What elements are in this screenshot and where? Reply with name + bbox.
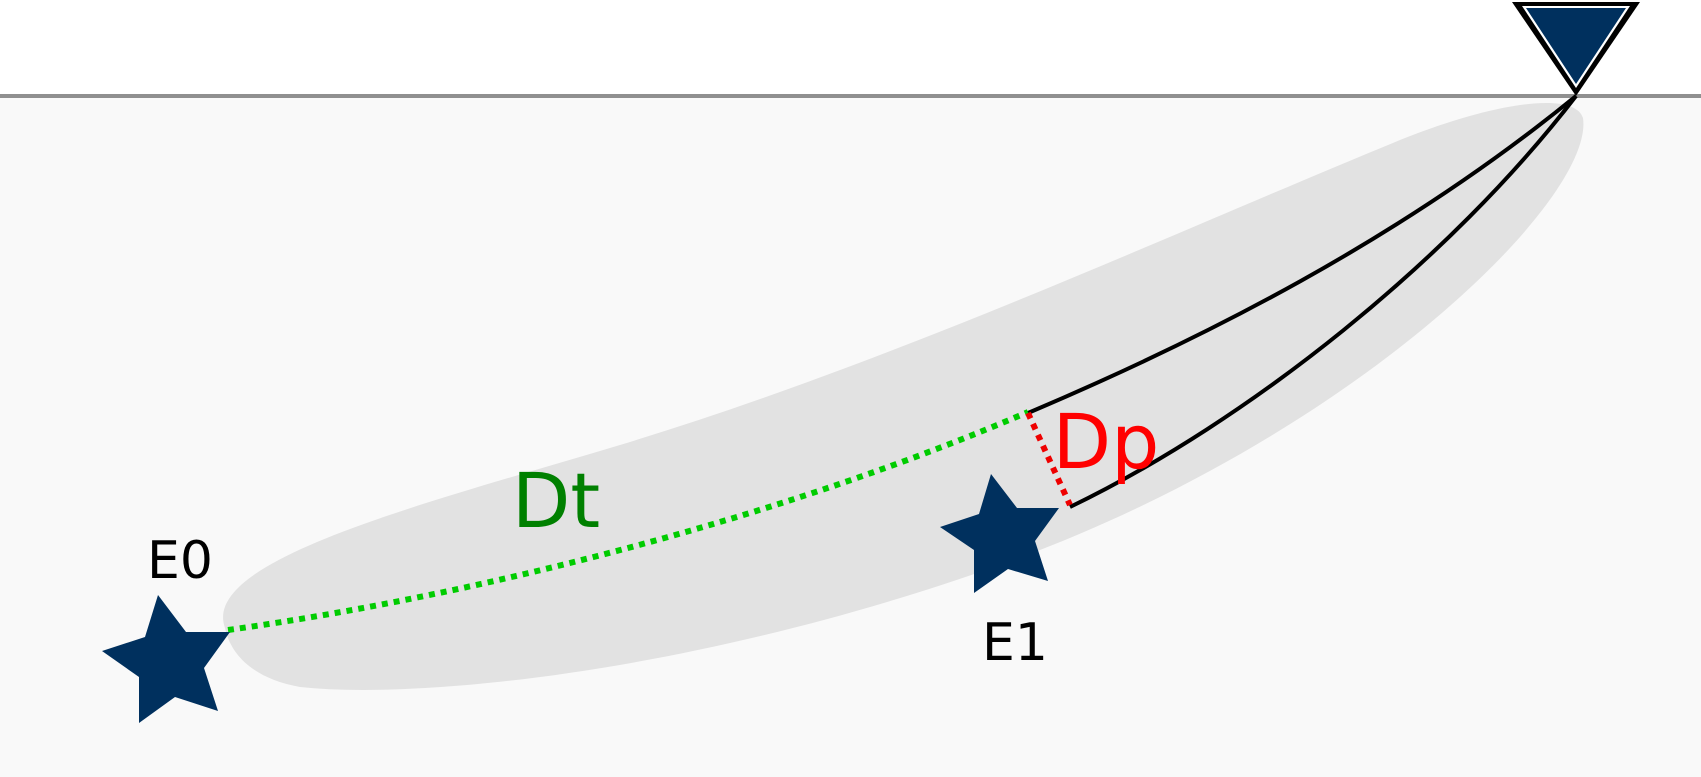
ray-path-event1 xyxy=(1069,94,1578,509)
ray-path-event0 xyxy=(1027,94,1578,415)
sensitivity-region xyxy=(223,102,1584,690)
event0-label: E0 xyxy=(147,531,213,591)
dp-label: Dp xyxy=(1053,397,1160,486)
event1-label: E1 xyxy=(982,613,1048,673)
event0-star-icon xyxy=(102,595,230,723)
dt-label: Dt xyxy=(512,456,600,545)
dt-path xyxy=(227,409,1030,633)
event1-star-icon xyxy=(940,474,1059,593)
station-icon xyxy=(1512,2,1640,96)
dp-path xyxy=(1025,411,1073,507)
